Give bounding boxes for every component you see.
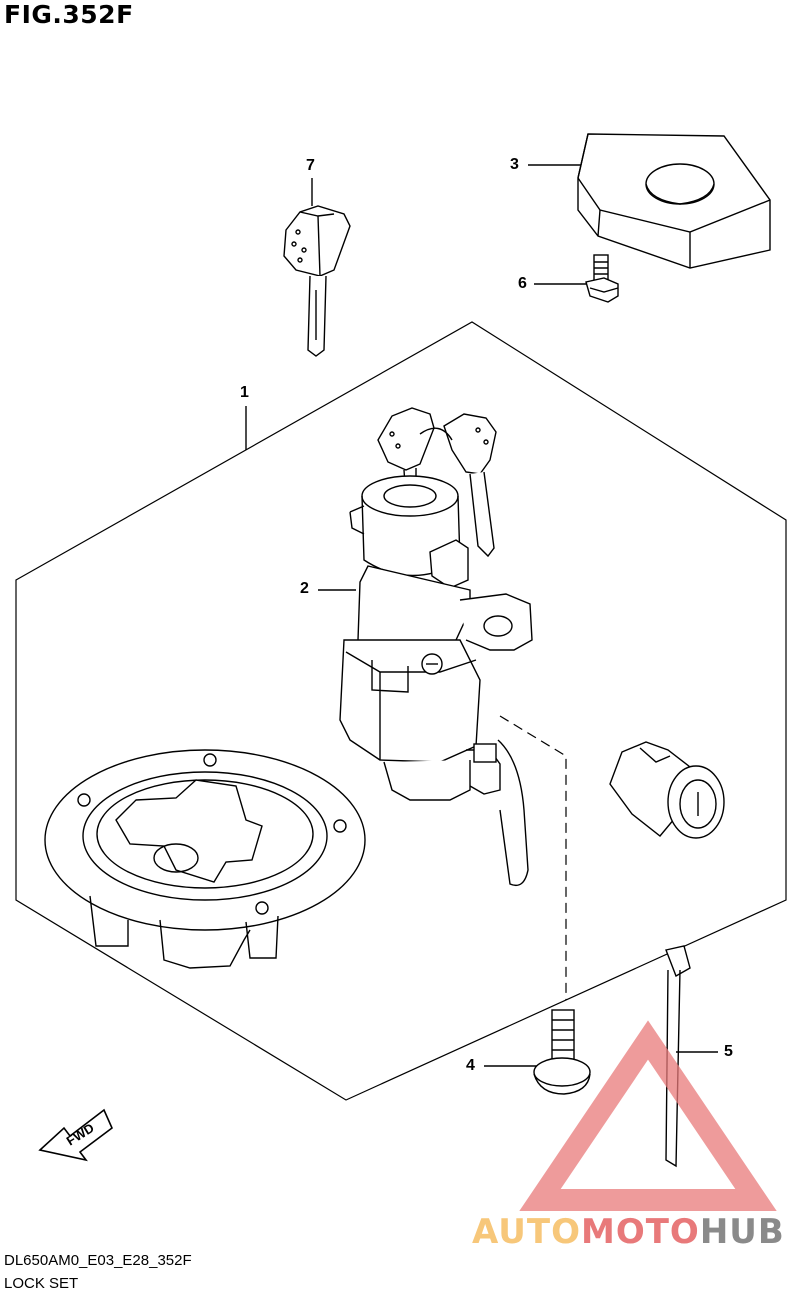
callout-7: 7 (306, 157, 315, 174)
fuel-cap-lock-ring (44, 749, 366, 969)
callout-1: 1 (240, 384, 249, 401)
callout-2: 2 (300, 580, 309, 597)
fwd-arrow (38, 1108, 113, 1162)
ignition-switch-part-2 (339, 407, 533, 887)
screw-part-4 (533, 1009, 591, 1095)
watermark-text: AUTOMOTOHUB (472, 1212, 785, 1252)
callout-3: 3 (510, 156, 519, 173)
cover-part-3 (577, 133, 771, 269)
watermark-part-b: MOTO (580, 1212, 700, 1252)
bolt-part-6 (585, 254, 619, 303)
callout-6: 6 (518, 275, 527, 292)
watermark-part-c: HUB (699, 1212, 785, 1252)
key-part-7 (283, 205, 351, 357)
seat-lock-cylinder (609, 741, 725, 839)
callout-4: 4 (466, 1057, 475, 1074)
assembly-outline (15, 321, 787, 1101)
watermark-part-a: AUTO (472, 1212, 581, 1252)
callout-5: 5 (724, 1043, 733, 1060)
dashed-guide (499, 715, 567, 1000)
figure-title: FIG.352F (4, 0, 134, 29)
watermark-logo (519, 1020, 777, 1211)
figure-caption: LOCK SET (4, 1275, 79, 1292)
figure-code: DL650AM0_E03_E28_352F (4, 1252, 192, 1269)
